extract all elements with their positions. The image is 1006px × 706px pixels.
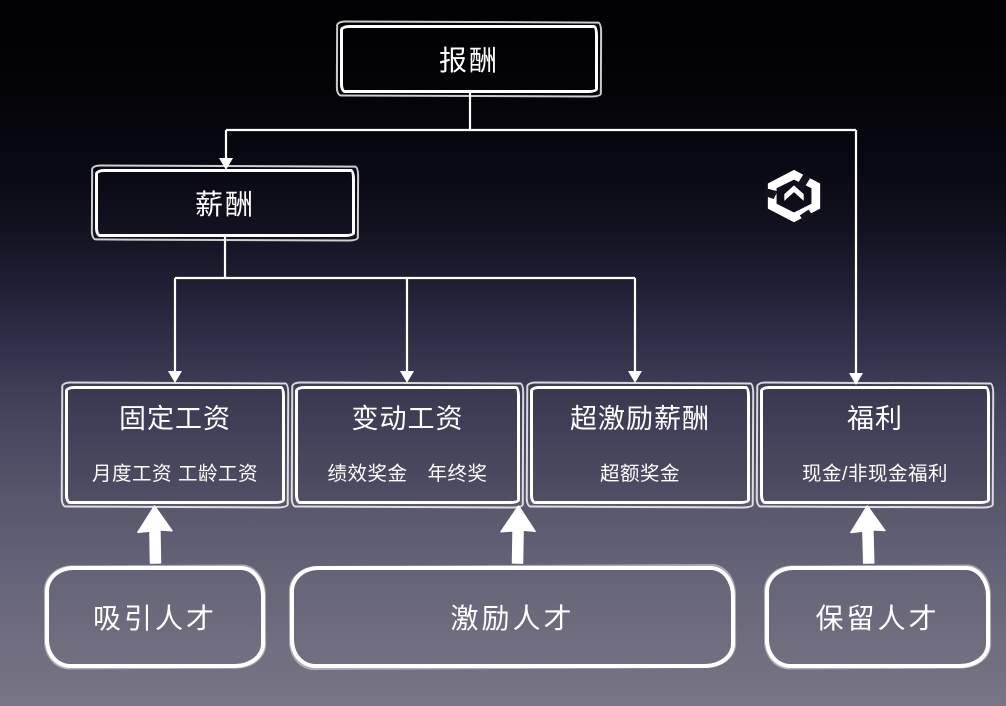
hexagon-cube-logo-icon: [764, 169, 821, 224]
node-super-incentive-pay-subtitle: 超额奖金: [599, 463, 680, 485]
node-fixed-pay: 固定工资 月度工资 工龄工资: [65, 386, 285, 504]
node-variable-pay: 变动工资 绩效奖金 年终奖: [295, 386, 520, 504]
node-retain-talent-label: 保留人才: [815, 603, 940, 634]
node-compensation: 报酬: [340, 25, 598, 93]
node-fixed-pay-title: 固定工资: [119, 404, 231, 434]
up-arrow: [500, 505, 536, 564]
node-fixed-pay-subtitle: 月度工资 工龄工资: [92, 463, 258, 485]
up-arrow: [850, 505, 886, 564]
node-variable-pay-title: 变动工资: [351, 404, 464, 434]
node-attract-talent-label: 吸引人才: [92, 603, 217, 634]
up-arrow: [137, 505, 173, 564]
node-benefits: 福利 现金/非现金福利: [760, 386, 990, 504]
node-benefits-subtitle: 现金/非现金福利: [802, 463, 948, 485]
node-salary: 薪酬: [95, 169, 355, 237]
node-motivate-talent-label: 激励人才: [450, 603, 575, 634]
thick-up-arrows: [137, 505, 886, 564]
node-super-incentive-pay-title: 超激励薪酬: [570, 404, 710, 434]
node-benefits-title: 福利: [847, 404, 903, 434]
node-super-incentive-pay: 超激励薪酬 超额奖金: [530, 386, 750, 504]
node-salary-label: 薪酬: [194, 189, 255, 220]
node-attract-talent: 吸引人才: [45, 566, 265, 668]
node-variable-pay-subtitle: 绩效奖金 年终奖: [327, 463, 488, 485]
node-motivate-talent: 激励人才: [290, 566, 735, 668]
node-compensation-label: 报酬: [438, 45, 499, 76]
node-retain-talent: 保留人才: [765, 566, 990, 668]
